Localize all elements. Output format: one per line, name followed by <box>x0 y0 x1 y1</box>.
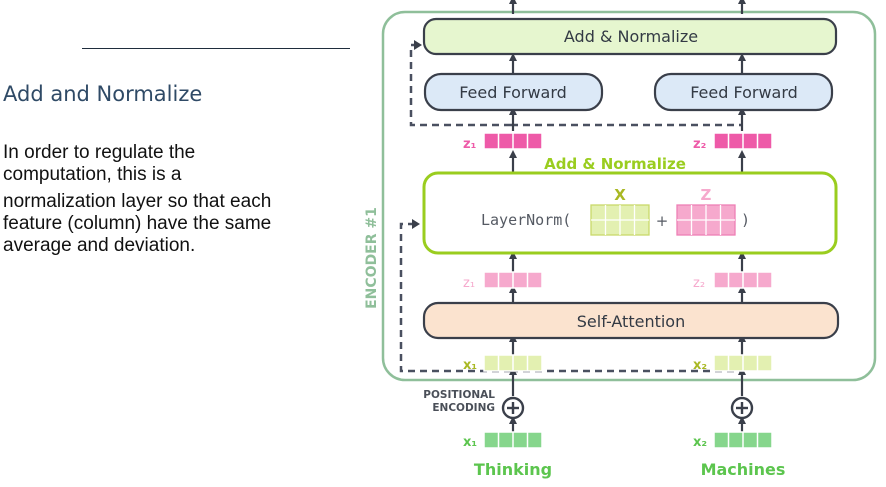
x1-label-inner: x₁ <box>463 358 477 373</box>
z2-label-lower: z₂ <box>693 276 705 291</box>
self-attention-label: Self-Attention <box>577 312 685 331</box>
feed-forward-left-label: Feed Forward <box>459 83 567 102</box>
z-matrix-label: Z <box>701 186 712 204</box>
slide-heading: Add and Normalize <box>3 82 203 106</box>
x2-vector-input <box>713 431 773 449</box>
flow-arrows <box>509 0 746 432</box>
z1-vector-upper <box>483 132 543 150</box>
feed-forward-right-box <box>653 72 834 112</box>
add-normalize-mid-label: Add & Normalize <box>544 155 686 173</box>
z-matrix <box>676 204 736 236</box>
self-attention-box <box>422 301 840 340</box>
x2-label-input: x₂ <box>693 435 707 450</box>
input-word-thinking: Thinking <box>474 460 552 479</box>
body-line: normalization layer so that each <box>3 191 272 212</box>
body-line: feature (column) have the same <box>3 213 272 234</box>
positional-encoding-line2: ENCODING <box>432 402 495 414</box>
x-matrix <box>590 204 650 236</box>
slide-body: In order to regulate the computation, th… <box>3 142 343 257</box>
add-normalize-top-label: Add & Normalize <box>564 27 698 46</box>
layernorm-plus: + <box>656 212 669 230</box>
x2-label-inner: x₂ <box>693 358 707 373</box>
body-line: average and deviation. <box>3 235 196 256</box>
x-matrix-label: X <box>614 186 626 204</box>
layernorm-prefix: LayerNorm( <box>481 211 571 229</box>
residual-arrowhead-top <box>414 40 422 50</box>
z2-label-upper: z₂ <box>693 137 706 152</box>
residual-arrowhead-bottom <box>412 219 420 229</box>
x1-label-input: x₁ <box>463 435 477 450</box>
layernorm-suffix: ) <box>741 211 750 229</box>
input-word-machines: Machines <box>701 460 786 479</box>
encoder-label: ENCODER #1 <box>364 207 380 309</box>
positional-encoding-line1: POSITIONAL <box>423 389 495 401</box>
feed-forward-left-box <box>423 72 604 112</box>
z1-label-upper: z₁ <box>463 137 476 152</box>
plus-circle-icon <box>730 396 754 420</box>
z1-label-lower: z₁ <box>463 276 475 291</box>
plus-circle-icon <box>501 396 525 420</box>
body-line: In order to regulate the <box>3 142 196 163</box>
residual-path-bottom <box>399 222 511 373</box>
title-rule <box>82 48 350 49</box>
z2-vector-lower <box>713 271 773 289</box>
z1-vector-lower <box>483 271 543 289</box>
x1-vector-inner <box>483 354 543 372</box>
x1-vector-input <box>483 431 543 449</box>
add-normalize-top-box <box>422 17 838 56</box>
feed-forward-right-label: Feed Forward <box>690 83 798 102</box>
body-line: computation, this is a <box>3 164 182 185</box>
z2-vector-upper <box>713 132 773 150</box>
encoder-block <box>381 10 877 382</box>
x2-vector-inner <box>713 354 773 372</box>
